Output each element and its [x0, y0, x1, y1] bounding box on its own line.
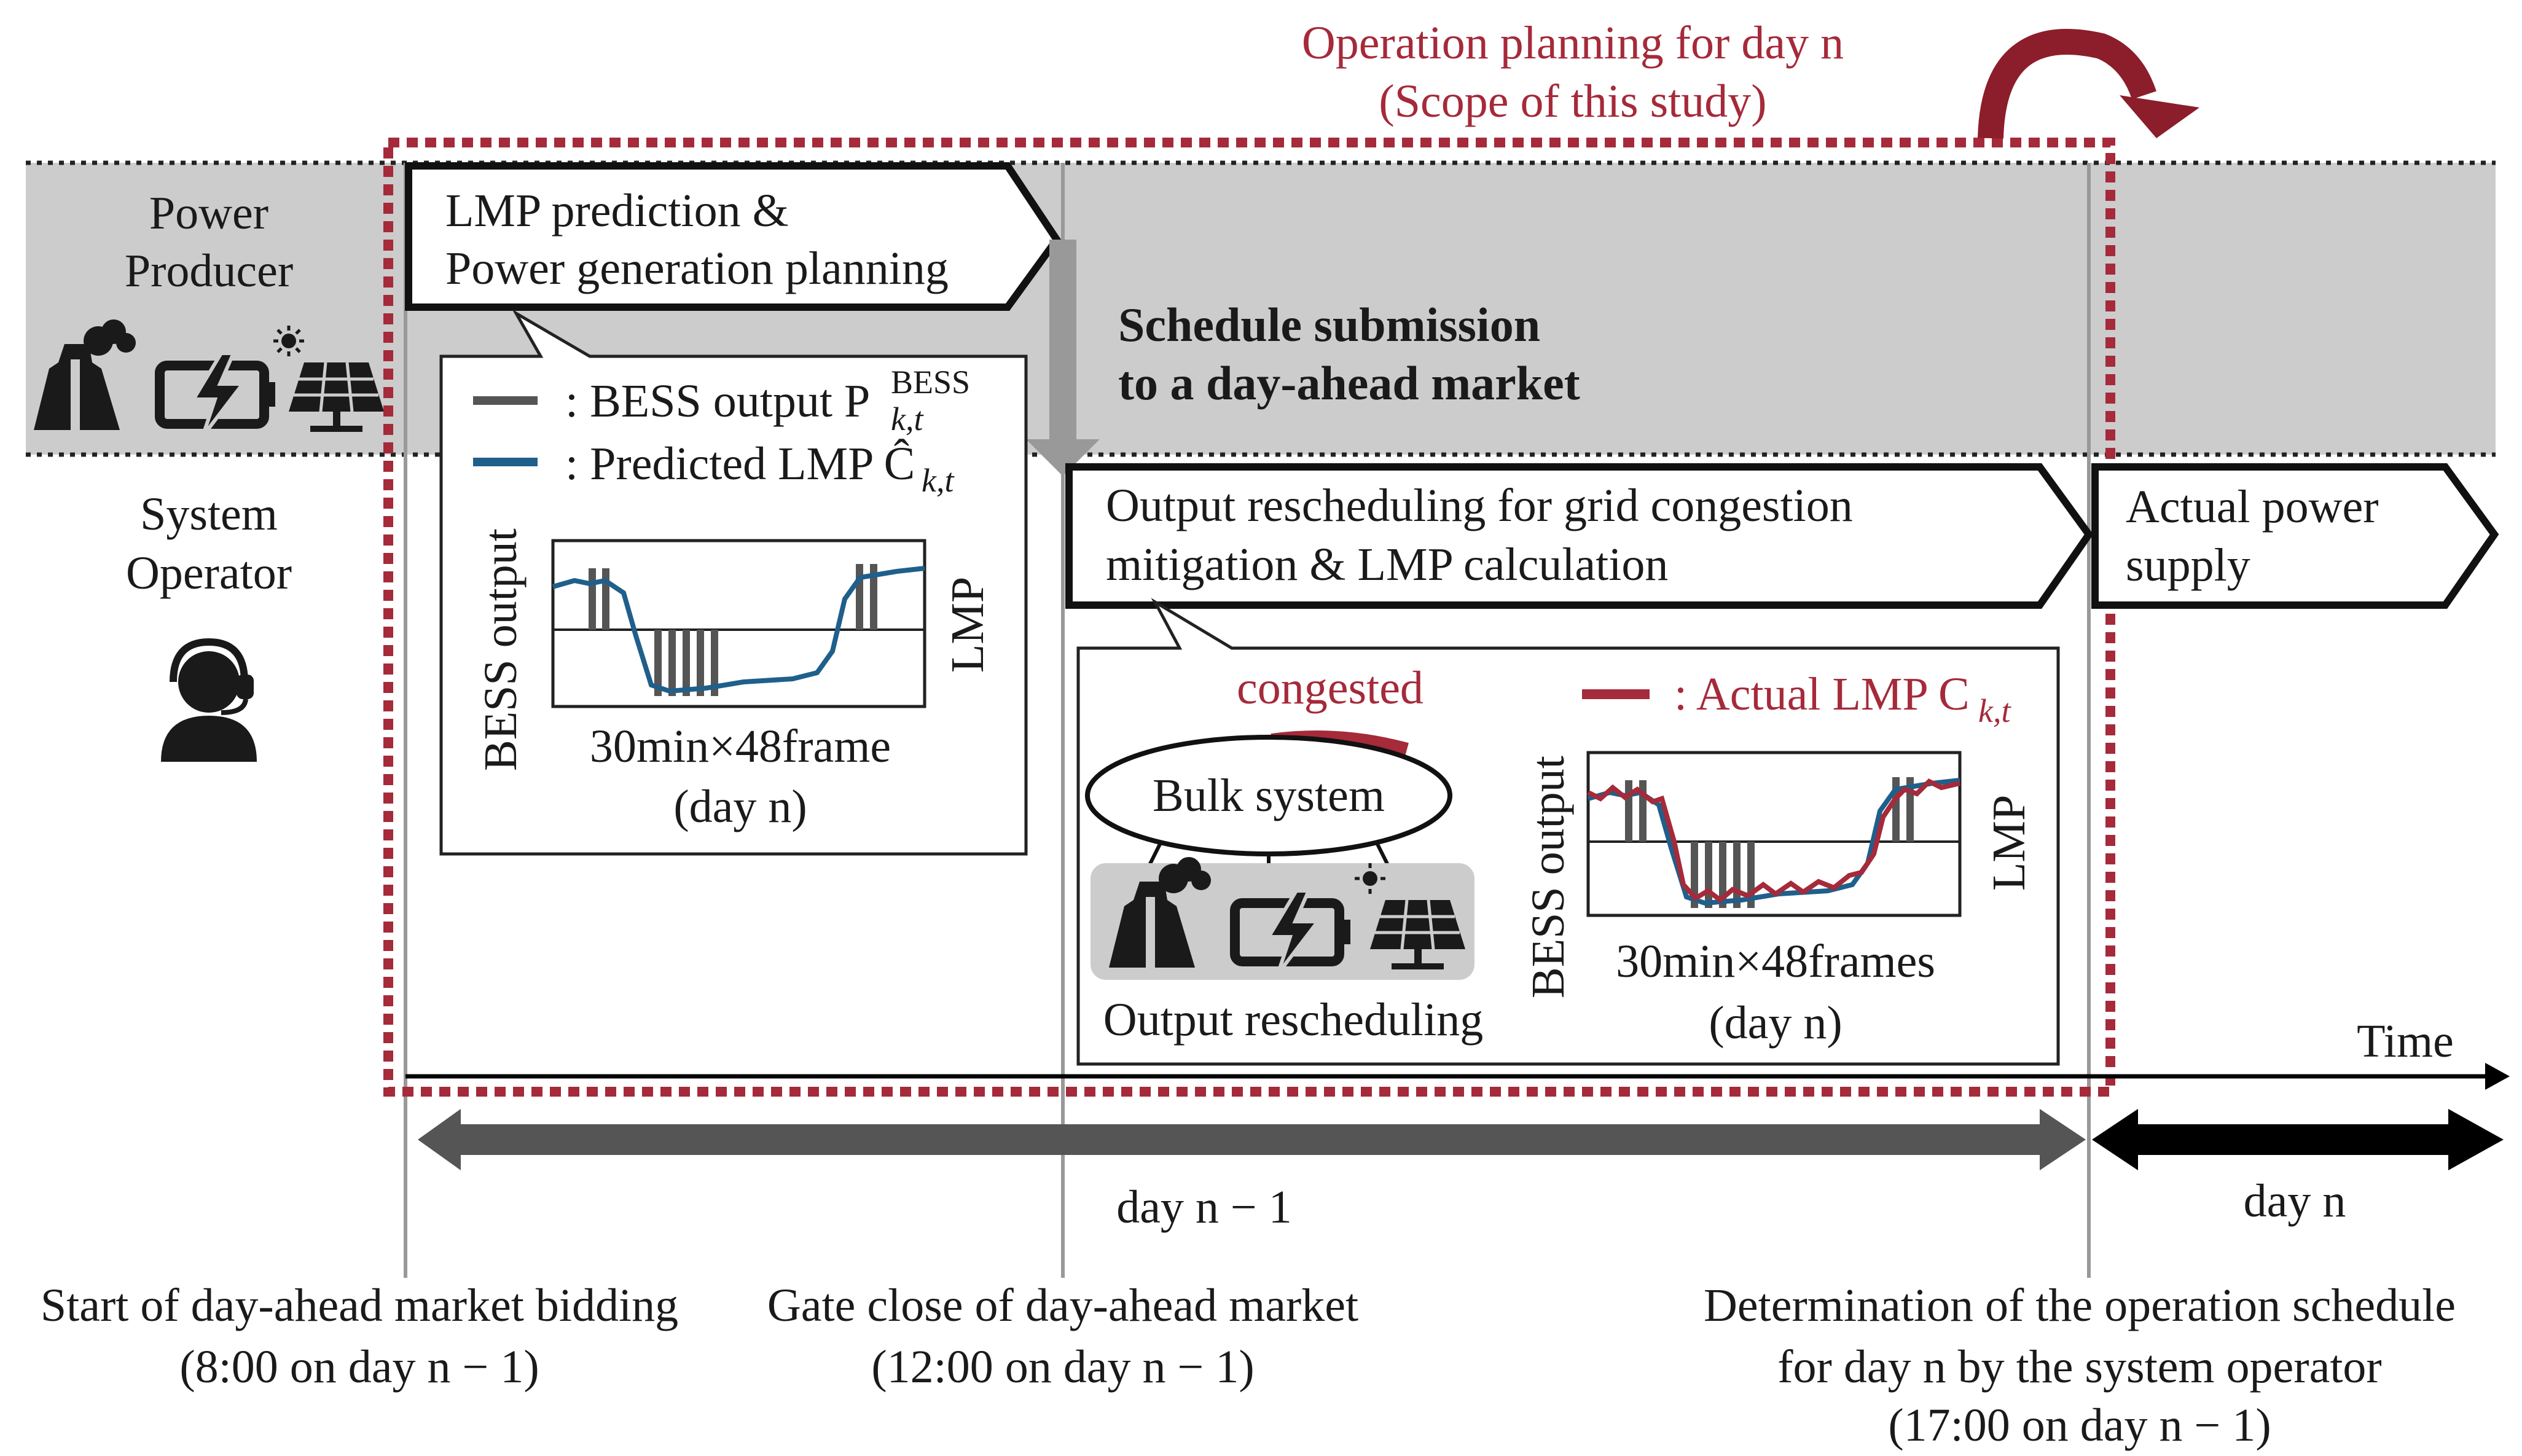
legend-predicted-sub: k,t: [922, 462, 955, 499]
submission-arrow-head: [1026, 439, 1100, 476]
congested-label: congested: [1237, 662, 1424, 714]
stage2-label-line1: Output rescheduling for grid congestion: [1106, 480, 1853, 531]
solar-panel-icon: [1355, 863, 1465, 969]
mini-chart-actual: [1586, 751, 1962, 917]
stage3-label-line2: supply: [2126, 539, 2250, 591]
chart2-y-left: BESS output: [1522, 756, 1574, 998]
legend-actual-label: : Actual LMP C: [1674, 668, 1970, 720]
bulk-system-label: Bulk system: [1153, 770, 1385, 821]
milestone3-line3: (17:00 on day n − 1): [1888, 1399, 2271, 1451]
chart1-x-label-line2: (day n): [673, 781, 807, 832]
stage-lmp-prediction: [405, 162, 1062, 311]
actor-producer-line2: Producer: [125, 245, 293, 297]
scope-label-line1: Operation planning for day n: [1302, 17, 1844, 69]
time-axis-label: Time: [2357, 1016, 2454, 1067]
stage-output-rescheduling: [1065, 463, 2094, 609]
battery-icon: [155, 351, 275, 437]
power-plant-icon: [34, 319, 136, 430]
battery-icon: [1230, 889, 1350, 975]
actor-operator-line2: Operator: [126, 547, 292, 599]
power-plant-icon: [1109, 857, 1211, 968]
legend-bess-label: : BESS output P: [565, 375, 870, 427]
legend-actual-sub: k,t: [1978, 692, 2011, 729]
resched-label: Output rescheduling: [1103, 994, 1483, 1046]
curved-arrow-head: [2120, 95, 2199, 138]
stage1-label-line1: LMP prediction &: [445, 185, 789, 237]
scope-boundary: [383, 138, 2115, 1097]
milestone1-line1: Start of day-ahead market bidding: [41, 1280, 678, 1331]
milestone2-line1: Gate close of day-ahead market: [767, 1280, 1358, 1331]
stage3-label-line1: Actual power: [2126, 481, 2379, 533]
actor-producer-line1: Power: [149, 187, 268, 239]
time-axis-head: [2485, 1063, 2510, 1090]
curved-arrow-icon: [1978, 29, 2156, 139]
actor-operator-line1: System: [140, 488, 278, 540]
chart2-x-label-line1: 30min×48frames: [1616, 936, 1935, 987]
chart2-y-right: LMP: [1983, 795, 2035, 891]
submission-arrow-shaft: [1049, 240, 1076, 442]
milestone2-line2: (12:00 on day n − 1): [871, 1341, 1254, 1393]
day-n-label: day n: [2244, 1175, 2346, 1227]
day-prev-span: [418, 1109, 2086, 1170]
legend-bess-sup: BESS: [891, 364, 970, 401]
stage1-label-line2: Power generation planning: [445, 243, 949, 294]
legend-predicted-label: : Predicted LMP Ĉ: [565, 438, 915, 490]
chart2-x-label-line2: (day n): [1709, 997, 1842, 1049]
day-prev-label: day n − 1: [1116, 1181, 1292, 1233]
legend-bess-sub: k,t: [891, 401, 924, 437]
milestone3-line1: Determination of the operation schedule: [1704, 1280, 2456, 1331]
scope-label-line2: (Scope of this study): [1379, 76, 1766, 127]
chart1-x-label-line1: 30min×48frame: [590, 721, 891, 772]
day-n-span: [2092, 1109, 2504, 1170]
chart1-y-left: BESS output: [475, 528, 527, 771]
operator-headset-icon: [161, 638, 257, 762]
milestone3-line2: for day n by the system operator: [1777, 1341, 2382, 1393]
submission-label-line1: Schedule submission: [1118, 298, 1540, 351]
solar-panel-icon: [273, 326, 384, 432]
stage2-label-line2: mitigation & LMP calculation: [1106, 539, 1668, 590]
stage-actual-supply: [2091, 463, 2499, 609]
milestone1-line2: (8:00 on day n − 1): [179, 1341, 539, 1393]
chart1-y-right: LMP: [942, 577, 993, 673]
mini-chart-predicted: [551, 539, 926, 708]
submission-label-line2: to a day-ahead market: [1118, 356, 1580, 410]
